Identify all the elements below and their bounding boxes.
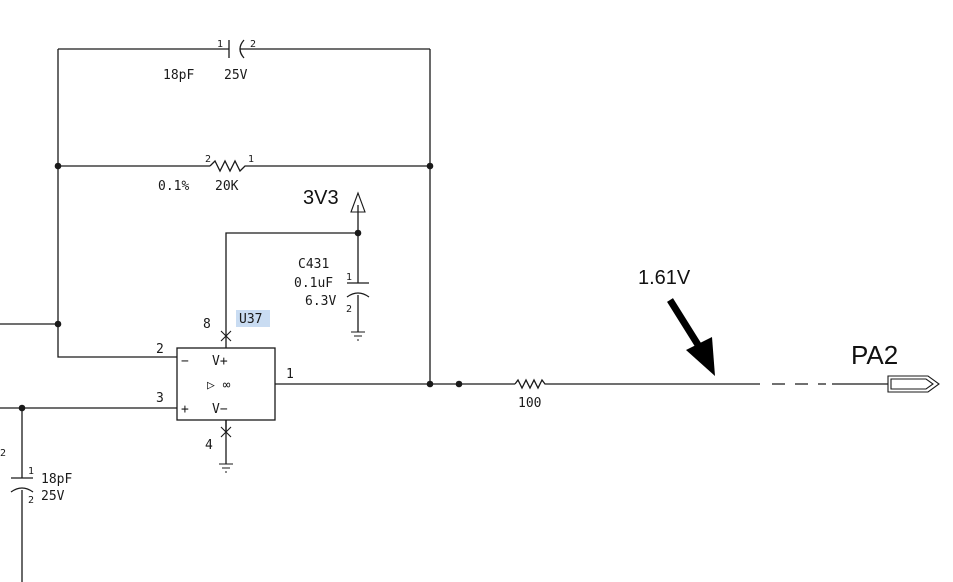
junction-dot	[455, 380, 463, 388]
decoupling-capacitor: C431 0.1uF 6.3V 1 2	[294, 257, 370, 315]
input-cap-voltage: 25V	[41, 489, 65, 504]
output-resistor: 100	[514, 378, 547, 411]
wire-supply	[225, 205, 359, 336]
capacitor-plate-curved	[10, 487, 34, 493]
opamp-ref-highlight	[236, 310, 270, 327]
opamp-inverting-mark: −	[181, 354, 189, 369]
port-label: PA2	[851, 340, 898, 370]
input-cap-pin2: 2	[28, 495, 34, 506]
opamp-vminus: V−	[212, 402, 228, 417]
ground-pin4	[219, 463, 233, 473]
power-arrow-icon	[350, 191, 366, 213]
feedback-cap-voltage: 25V	[224, 68, 248, 83]
feedback-resistor: 2 1 0.1% 20K	[158, 154, 254, 194]
feedback-res-tolerance: 0.1%	[158, 179, 189, 194]
port-connector-inner	[890, 378, 934, 390]
capacitor-plate-curved	[239, 39, 245, 59]
edge-pin-label: 2	[0, 448, 6, 459]
output-res-value: 100	[518, 396, 541, 411]
opamp-symbol: ▷ ∞	[207, 378, 231, 393]
feedback-res-value: 20K	[215, 179, 239, 194]
ground-decoupling	[351, 331, 365, 341]
supply-3v3: 3V3	[303, 187, 366, 213]
feedback-res-pin1: 1	[248, 154, 254, 165]
resistor-zigzag	[514, 378, 547, 390]
input-cap-pin1: 1	[28, 466, 34, 477]
decoupling-cap-value: 0.1uF	[294, 276, 333, 291]
ground-icon	[351, 331, 365, 341]
feedback-capacitor: 1 2 18pF 25V	[163, 39, 256, 83]
port-pa2: PA2	[851, 340, 940, 393]
resistor-zigzag	[209, 159, 250, 173]
input-capacitor: 1 2 18pF 25V 2	[0, 448, 72, 506]
supply-label: 3V3	[303, 187, 339, 209]
wires	[0, 48, 888, 582]
feedback-res-pin2: 2	[205, 154, 211, 165]
decoupling-cap-ref: C431	[298, 257, 329, 272]
ground-icon	[219, 463, 233, 473]
opamp-u37: U37 8 2 3 4 1 − + V+ V− ▷ ∞	[156, 310, 294, 453]
opamp-pin8: 8	[203, 317, 211, 332]
opamp-noninverting-mark: +	[181, 402, 189, 417]
input-cap-value: 18pF	[41, 472, 72, 487]
opamp-ref: U37	[239, 312, 262, 327]
opamp-pin1: 1	[286, 367, 294, 382]
probe-annotation: 1.61V	[638, 267, 715, 376]
wire-left-vertical	[57, 49, 177, 358]
junction-dot	[18, 404, 26, 412]
junction-dot	[426, 162, 434, 170]
junction-dot	[54, 162, 62, 170]
opamp-pin4: 4	[205, 438, 213, 453]
decoupling-cap-pin1: 1	[346, 272, 352, 283]
capacitor-plate-curved	[346, 292, 370, 298]
opamp-vplus: V+	[212, 354, 228, 369]
feedback-cap-pin1: 1	[217, 39, 223, 50]
junctions	[18, 162, 463, 412]
probe-arrow-shaft	[667, 298, 703, 350]
decoupling-cap-pin2: 2	[346, 304, 352, 315]
probe-voltage-label: 1.61V	[638, 267, 691, 289]
feedback-cap-pin2: 2	[250, 39, 256, 50]
opamp-pin2: 2	[156, 342, 164, 357]
decoupling-cap-voltage: 6.3V	[305, 294, 336, 309]
feedback-cap-value: 18pF	[163, 68, 194, 83]
junction-dot	[354, 229, 362, 237]
junction-dot	[54, 320, 62, 328]
junction-dot	[426, 380, 434, 388]
opamp-pin3: 3	[156, 391, 164, 406]
port-connector-icon	[887, 375, 940, 393]
probe-arrow-icon	[686, 337, 715, 376]
